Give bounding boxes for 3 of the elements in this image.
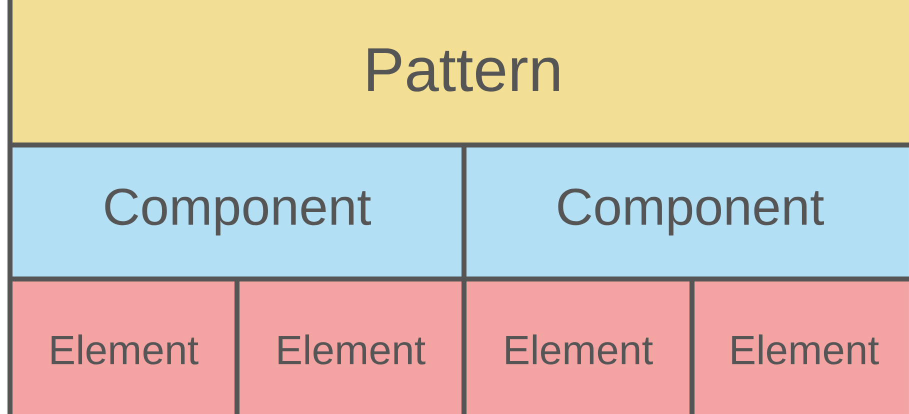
pattern-band: Pattern [8, 0, 909, 148]
component-box: Component [8, 142, 466, 282]
element-box: Element [690, 276, 909, 414]
